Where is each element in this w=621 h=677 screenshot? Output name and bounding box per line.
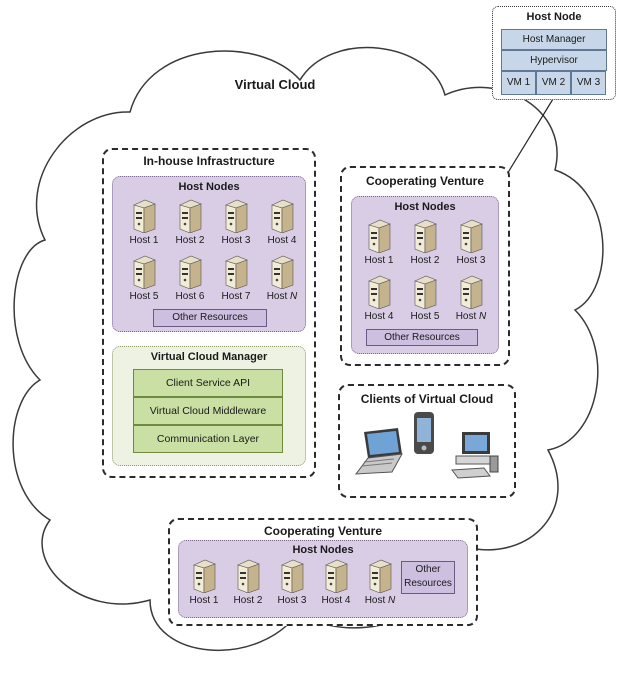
server-icon	[133, 199, 156, 233]
venture-bottom-host-4: Host 4	[313, 559, 359, 606]
venture-right-title: Cooperating Venture	[365, 174, 484, 188]
smartphone-icon	[414, 412, 434, 454]
server-icon	[460, 275, 483, 309]
inhouse-host-3: Host 3	[213, 199, 259, 246]
inhouse-host-6: Host 6	[167, 255, 213, 302]
venture-right-host-5: Host 5	[402, 275, 448, 322]
other-resources-line1: Other	[415, 564, 441, 575]
server-icon	[368, 219, 391, 253]
server-icon	[179, 255, 202, 289]
host-label: Host 2	[233, 595, 263, 606]
other-resources-line2: Resources	[404, 578, 452, 589]
server-icon	[179, 199, 202, 233]
venture-right-host-2: Host 2	[402, 219, 448, 266]
inhouse-title: In-house Infrastructure	[143, 154, 275, 168]
venture-bottom-host-1: Host 1	[181, 559, 227, 606]
venture-right-other-resources: Other Resources	[366, 329, 478, 346]
communication-layer: Communication Layer	[133, 425, 283, 453]
host-label: Host N	[364, 595, 396, 606]
client-service-api-layer: Client Service API	[133, 369, 283, 397]
host-label: Host 4	[267, 235, 297, 246]
inhouse-host-1: Host 1	[121, 199, 167, 246]
venture-right-host-nodes: Host Nodes Host 1 Host 2 Host 3 Host 4 Host …	[351, 196, 499, 354]
server-icon	[225, 199, 248, 233]
inhouse-host-7: Host 7	[213, 255, 259, 302]
host-label: Host 3	[277, 595, 307, 606]
host-label: Host 4	[364, 311, 394, 322]
host-label: Host N	[266, 291, 298, 302]
vm-1: VM 1	[501, 71, 536, 95]
host-label: Host N	[455, 311, 487, 322]
inhouse-host-2: Host 2	[167, 199, 213, 246]
server-icon	[368, 275, 391, 309]
host-label: Host 7	[221, 291, 251, 302]
server-icon	[369, 559, 392, 593]
venture-right-host-1: Host 1	[356, 219, 402, 266]
desktop-computer-icon	[451, 432, 499, 479]
vm-3: VM 3	[571, 71, 606, 95]
server-icon	[325, 559, 348, 593]
manager-title: Virtual Cloud Manager	[150, 351, 268, 363]
hypervisor-layer: Hypervisor	[501, 50, 607, 71]
host-label: Host 2	[175, 235, 205, 246]
inhouse-host-nodes: Host Nodes Host 1 Host 2 Host 3 Host 4 Host …	[112, 176, 306, 332]
host-label: Host 5	[129, 291, 159, 302]
vm-2: VM 2	[536, 71, 571, 95]
venture-bottom-host-nodes: Host Nodes Host 1 Host 2 Host 3 Host 4 Host …	[178, 540, 468, 618]
inhouse-infrastructure-box: In-house Infrastructure Host Nodes Host …	[102, 148, 316, 478]
host-manager-layer: Host Manager	[501, 29, 607, 50]
host-label: Host 1	[189, 595, 219, 606]
inhouse-host-5: Host 5	[121, 255, 167, 302]
host-label: Host 5	[410, 311, 440, 322]
host-node-detail: Host Node Host Manager Hypervisor VM 1 V…	[492, 6, 616, 100]
server-icon	[237, 559, 260, 593]
inhouse-host-nodes-title: Host Nodes	[178, 181, 240, 193]
venture-bottom-title: Cooperating Venture	[263, 524, 382, 538]
inhouse-host-8: Host N	[259, 255, 305, 302]
host-label: Host 1	[364, 255, 394, 266]
host-label: Host 2	[410, 255, 440, 266]
middleware-layer: Virtual Cloud Middleware	[133, 397, 283, 425]
venture-bottom-host-2: Host 2	[225, 559, 271, 606]
cloud-title: Virtual Cloud	[234, 77, 316, 92]
server-icon	[193, 559, 216, 593]
venture-bottom-host-3: Host 3	[269, 559, 315, 606]
host-label: Host 4	[321, 595, 351, 606]
host-label: Host 6	[175, 291, 205, 302]
inhouse-other-resources: Other Resources	[153, 309, 267, 327]
venture-right-host-3: Host 3	[448, 219, 494, 266]
server-icon	[281, 559, 304, 593]
server-icon	[133, 255, 156, 289]
venture-right-host-6: Host N	[448, 275, 494, 322]
virtual-cloud-manager: Virtual Cloud Manager Client Service API…	[112, 346, 306, 466]
laptop-icon	[354, 428, 403, 475]
server-icon	[414, 275, 437, 309]
host-label: Host 3	[221, 235, 251, 246]
server-icon	[271, 199, 294, 233]
server-icon	[271, 255, 294, 289]
clients-title: Clients of Virtual Cloud	[360, 392, 494, 406]
host-node-title: Host Node	[526, 11, 582, 23]
clients-box: Clients of Virtual Cloud	[338, 384, 516, 498]
server-icon	[414, 219, 437, 253]
host-label: Host 3	[456, 255, 486, 266]
server-icon	[460, 219, 483, 253]
venture-right-host-nodes-title: Host Nodes	[394, 201, 456, 213]
venture-right-host-4: Host 4	[356, 275, 402, 322]
venture-bottom-host-nodes-title: Host Nodes	[292, 544, 354, 556]
venture-bottom-other-resources: Other Resources	[401, 561, 455, 594]
inhouse-host-4: Host 4	[259, 199, 305, 246]
server-icon	[225, 255, 248, 289]
venture-bottom-host-5: Host N	[357, 559, 403, 606]
host-label: Host 1	[129, 235, 159, 246]
